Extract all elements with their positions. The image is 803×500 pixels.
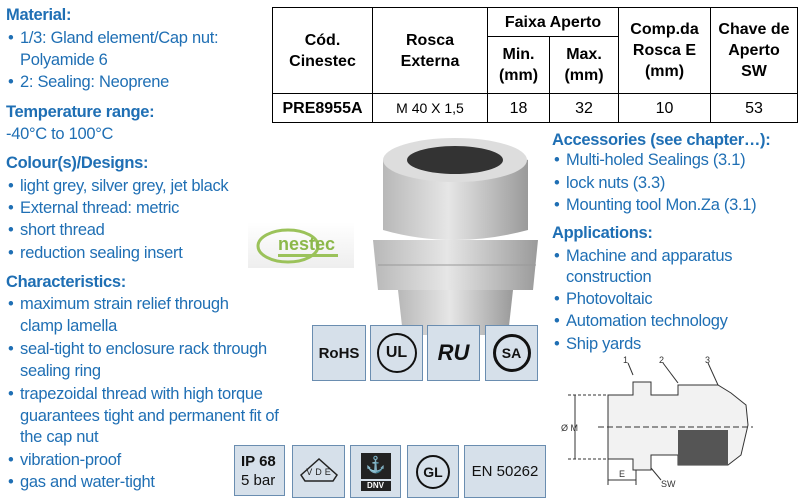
characteristics-item: seal-tight to enclosure rack through: [8, 339, 267, 359]
temperature-value: -40°C to 100°C: [6, 125, 114, 143]
colour-heading: Colour(s)/Designs:: [6, 154, 149, 172]
cell-min: 18: [487, 93, 550, 123]
dim-sw: SW: [661, 479, 676, 489]
dim-e: E: [619, 469, 625, 479]
characteristics-item: gas and water-tight: [8, 472, 155, 492]
rohs-badge: RoHS: [312, 325, 366, 381]
header-min: Min.(mm): [487, 36, 550, 94]
drawing-label-1: 1: [623, 355, 628, 365]
colour-item: light grey, silver grey, jet black: [8, 176, 229, 196]
cell-wrench: 53: [710, 93, 798, 123]
dnv-badge: ⚓ DNV: [350, 445, 401, 498]
accessory-item: Mounting tool Mon.Za (3.1): [554, 195, 757, 215]
characteristics-item: clamp lamella: [20, 317, 117, 335]
cinestec-logo: nestec: [248, 222, 354, 268]
characteristics-item: sealing ring: [20, 362, 101, 380]
cell-code: PRE8955A: [272, 93, 373, 123]
csa-icon: SA: [492, 334, 531, 372]
cell-length: 10: [618, 93, 711, 123]
colour-item: External thread: metric: [8, 198, 179, 218]
vde-label: VDE: [306, 466, 334, 477]
material-heading: Material:: [6, 6, 72, 24]
colour-item: reduction sealing insert: [8, 243, 183, 263]
cable-gland-photo: [358, 130, 553, 340]
applications-heading: Applications:: [552, 224, 653, 242]
characteristics-item: the cap nut: [20, 428, 99, 446]
header-max: Max.(mm): [549, 36, 619, 94]
cell-thread: M 40 X 1,5: [372, 93, 488, 123]
accessory-item: Multi-holed Sealings (3.1): [554, 150, 746, 170]
characteristics-item: trapezoidal thread with high torque: [8, 384, 263, 404]
ip-rating: IP 68: [241, 452, 276, 470]
colour-item: short thread: [8, 220, 105, 240]
ul-icon: UL: [376, 333, 417, 373]
application-item: Machine and apparatus: [554, 246, 732, 266]
application-item: Ship yards: [554, 334, 641, 354]
technical-drawing: 1 2 3 Ø M E SW: [553, 355, 803, 500]
gl-badge: GL: [407, 445, 459, 498]
temperature-heading: Temperature range:: [6, 103, 155, 121]
application-item: construction: [566, 268, 652, 286]
svg-text:nestec: nestec: [278, 234, 335, 254]
application-item: Automation technology: [554, 311, 728, 331]
gl-icon: GL: [416, 454, 450, 489]
ur-badge: RU: [427, 325, 480, 381]
characteristics-item: guarantees tight and permanent fit of: [20, 407, 279, 425]
dim-m: Ø M: [561, 423, 578, 433]
characteristics-item: maximum strain relief through: [8, 294, 229, 314]
header-range: Faixa Aperto: [487, 7, 619, 37]
header-code: Cód.Cinestec: [272, 7, 373, 94]
application-item: Photovoltaic: [554, 289, 653, 309]
material-item: 1/3: Gland element/Cap nut:: [8, 28, 219, 48]
characteristics-heading: Characteristics:: [6, 273, 126, 291]
drawing-label-2: 2: [659, 355, 664, 365]
vde-icon: VDE: [297, 455, 341, 489]
dnv-label: DNV: [360, 480, 391, 491]
material-item: Polyamide 6: [20, 51, 108, 69]
cell-max: 32: [549, 93, 619, 123]
accessories-heading: Accessories (see chapter…):: [552, 131, 771, 149]
accessory-item: lock nuts (3.3): [554, 173, 665, 193]
material-item: 2: Sealing: Neoprene: [8, 72, 169, 92]
vde-badge: VDE: [292, 445, 345, 498]
ip-pressure: 5 bar: [241, 471, 276, 489]
drawing-label-3: 3: [705, 355, 710, 365]
anchor-icon: ⚓: [360, 452, 391, 479]
csa-badge: SA: [485, 325, 538, 381]
characteristics-item: vibration-proof: [8, 450, 121, 470]
en50262-badge: EN 50262: [464, 445, 546, 498]
ul-badge: UL: [370, 325, 423, 381]
